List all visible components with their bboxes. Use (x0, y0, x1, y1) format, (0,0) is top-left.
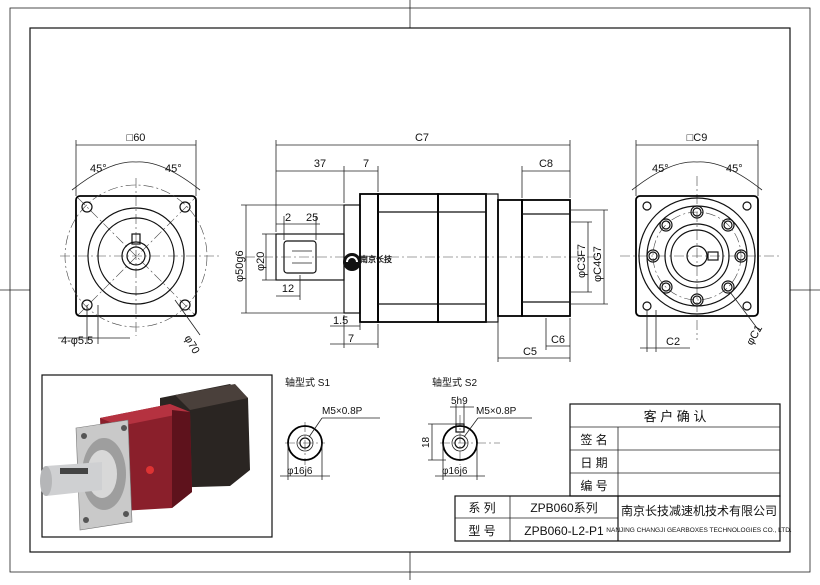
front-pcd-label: φ70 (182, 333, 202, 356)
rear-angle-left: 45° (652, 163, 669, 175)
rear-dim-c2: C2 (666, 336, 680, 348)
front-square-label: □60 (127, 132, 146, 144)
rear-angle-right: 45° (726, 163, 743, 175)
series-value: ZPB060系列 (530, 501, 597, 515)
model-label: 型 号 (468, 524, 495, 538)
dim-c3f7: φC3F7 (576, 244, 588, 278)
shaft-s2-height: 18 (421, 436, 432, 448)
customer-confirm-table: 客 户 确 认 签 名 日 期 编 号 (569, 403, 781, 497)
title-block: 系 列 ZPB060系列 型 号 ZPB060-L2-P1 南京长技减速机技术有… (454, 495, 792, 542)
company-name-en: NANJING CHANGJI GEARBOXES TECHNOLOGIES C… (606, 527, 792, 534)
product-photo (40, 374, 273, 538)
confirm-title: 客 户 确 认 (644, 409, 707, 424)
front-view: □60 45° 45° 4-φ5.5 φ70 (58, 132, 220, 356)
shaft-s2-thread: M5×0.8P (476, 406, 517, 417)
rear-dim-c1: φC1 (744, 323, 765, 347)
overall-length-label: C7 (415, 132, 429, 144)
dim-c5: C5 (523, 346, 537, 358)
dim-7-top: 7 (363, 158, 369, 170)
shaft-s1-title: 轴型式 S1 (285, 376, 330, 389)
dim-1-5: 1.5 (333, 315, 348, 327)
confirm-row-date: 日 期 (580, 456, 607, 470)
shaft-s2-diameter: φ16j6 (442, 466, 468, 477)
dim-12: 12 (282, 283, 294, 295)
series-label: 系 列 (468, 501, 495, 515)
rear-square-label: □C9 (687, 132, 708, 144)
confirm-row-number: 编 号 (580, 478, 607, 493)
dim-7-bottom: 7 (348, 333, 354, 345)
company-name-cn: 南京长技减速机技术有限公司 (621, 503, 777, 518)
confirm-row-signature: 签 名 (580, 432, 607, 447)
rear-view: □C9 45° 45° C2 φC1 (620, 132, 782, 352)
dim-c8: C8 (539, 158, 553, 170)
front-angle-left: 45° (90, 163, 107, 175)
front-angle-right: 45° (165, 163, 182, 175)
dim-2: 2 (285, 212, 291, 224)
front-holes-label: 4-φ5.5 (61, 335, 93, 347)
dim-25: 25 (306, 212, 318, 224)
shaft-s1-thread: M5×0.8P (322, 406, 363, 417)
pilot-diameter-label: φ50g6 (234, 250, 246, 282)
dim-c4g7: φC4G7 (592, 246, 604, 282)
model-value: ZPB060-L2-P1 (524, 524, 604, 538)
shaft-diameter-label: φ20 (255, 252, 267, 271)
shaft-s1-diameter: φ16j6 (287, 466, 313, 477)
shaft-s2-title: 轴型式 S2 (432, 376, 477, 389)
dim-c6: C6 (551, 334, 565, 346)
shaft-type-s1: 轴型式 S1 M5×0.8P φ16j6 (280, 376, 380, 480)
rear-bolt-holes (642, 201, 752, 311)
company-logo: 南京长技 (343, 253, 393, 271)
logo-text: 南京长技 (360, 254, 393, 264)
shaft-type-s2: 轴型式 S2 5h9 M5×0.8P 18 φ16j6 (421, 376, 532, 480)
dim-37: 37 (314, 158, 326, 170)
side-view: 南京长技 C7 37 7 C8 2 25 12 φ50g6 (234, 132, 608, 362)
shaft-s2-key: 5h9 (451, 396, 468, 407)
